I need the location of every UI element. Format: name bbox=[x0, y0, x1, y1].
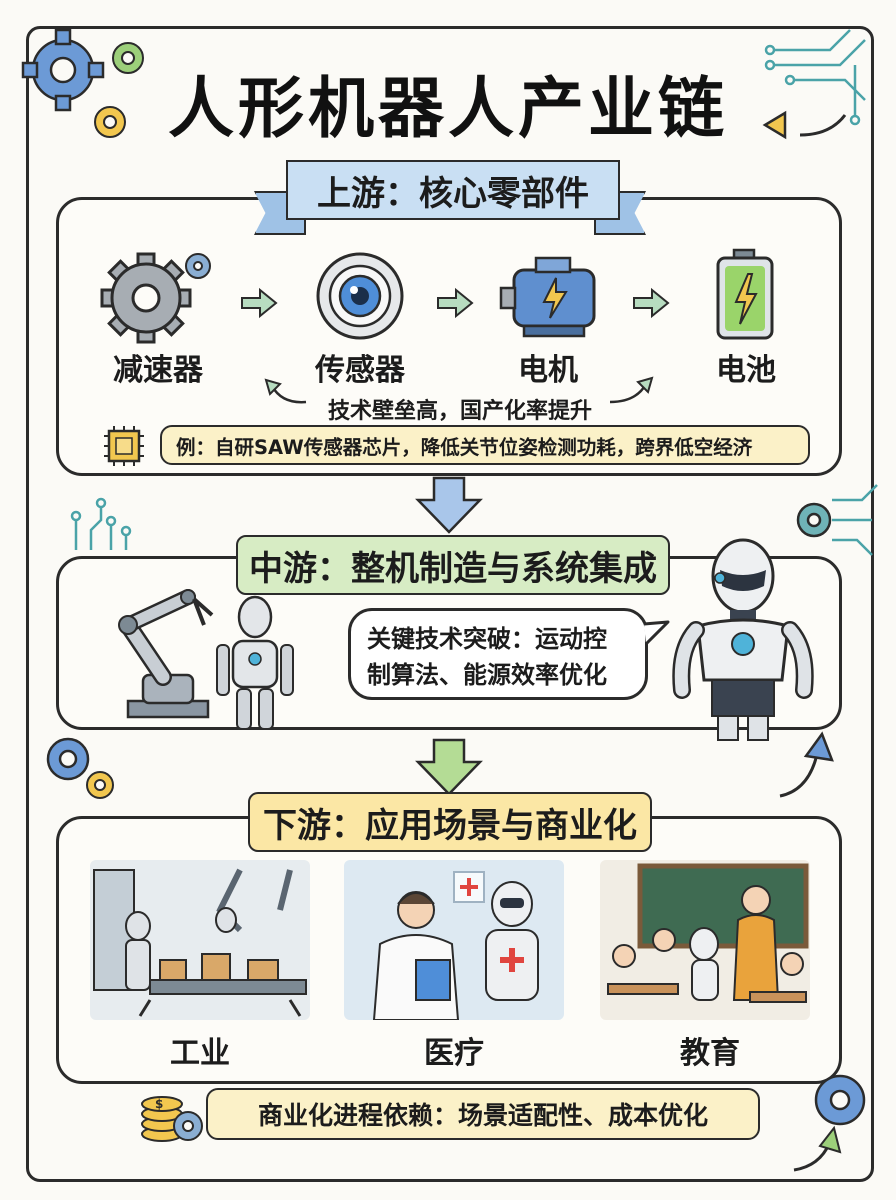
outer-frame bbox=[26, 26, 874, 1182]
upstream-banner: 上游：核心零部件 bbox=[286, 160, 620, 220]
midstream-speech-bubble: 关键技术突破：运动控制算法、能源效率优化 bbox=[348, 608, 648, 700]
arrow-right-icon bbox=[633, 287, 670, 319]
arrow-right-icon bbox=[241, 287, 278, 319]
downstream-banner: 下游：应用场景与商业化 bbox=[248, 792, 652, 852]
upstream-example: 例：自研SAW传感器芯片，降低关节位姿检测功耗，跨界低空经济 bbox=[160, 425, 810, 465]
bubble-tail-icon bbox=[643, 620, 670, 646]
down-arrow-icon bbox=[415, 738, 483, 796]
left-circuit-icon bbox=[70, 497, 132, 550]
arrow-right-icon bbox=[437, 287, 474, 319]
downstream-footer-text: 商业化进程依赖：场景适配性、成本优化 bbox=[257, 1101, 708, 1130]
downstream-footer: 商业化进程依赖：场景适配性、成本优化 bbox=[206, 1088, 760, 1140]
bottom-right-gear-icon bbox=[793, 1074, 866, 1172]
upstream-note: 技术壁垒高，国产化率提升 bbox=[327, 399, 592, 424]
page-title: 人形机器人产业链 bbox=[168, 70, 728, 147]
component-label: 传感器 bbox=[315, 353, 405, 388]
doctor-robot-icon bbox=[344, 860, 564, 1020]
eye-sensor-icon bbox=[316, 252, 404, 340]
right-gear-circuit-icon bbox=[796, 484, 878, 556]
upstream-example-text: 例：自研SAW传感器芯片，降低关节位姿检测功耗，跨界低空经济 bbox=[176, 435, 753, 459]
chip-icon bbox=[104, 426, 144, 466]
scene-label: 医疗 bbox=[424, 1036, 484, 1071]
svg-text:$: $ bbox=[155, 1097, 163, 1111]
coins-gear-icon: $ bbox=[141, 1096, 203, 1142]
midstream-banner: 中游：整机制造与系统集成 bbox=[236, 535, 670, 595]
left-gears-icon bbox=[46, 737, 114, 799]
component-label: 电机 bbox=[518, 353, 578, 388]
curved-up-arrow-icon bbox=[779, 731, 834, 798]
top-right-circuit-icon bbox=[762, 29, 866, 140]
component-label: 电池 bbox=[716, 353, 776, 388]
classroom-robot-icon bbox=[600, 860, 810, 1020]
robot-arm-icon bbox=[118, 589, 214, 719]
small-humanoid-robot-icon bbox=[216, 595, 294, 730]
gear-icon bbox=[100, 252, 211, 344]
midstream-bubble-text: 关键技术突破：运动控制算法、能源效率优化 bbox=[367, 625, 607, 689]
curved-arrow-icon bbox=[264, 378, 307, 404]
factory-robot-icon bbox=[90, 860, 310, 1020]
battery-icon bbox=[716, 248, 774, 340]
component-label: 减速器 bbox=[113, 353, 203, 388]
scene-label: 教育 bbox=[680, 1036, 740, 1071]
motor-icon bbox=[499, 256, 596, 338]
large-humanoid-robot-icon bbox=[672, 538, 814, 741]
top-left-gears-icon bbox=[21, 28, 144, 138]
curved-arrow-icon bbox=[609, 376, 654, 404]
scene-label: 工业 bbox=[170, 1036, 230, 1071]
down-arrow-icon bbox=[415, 476, 483, 534]
